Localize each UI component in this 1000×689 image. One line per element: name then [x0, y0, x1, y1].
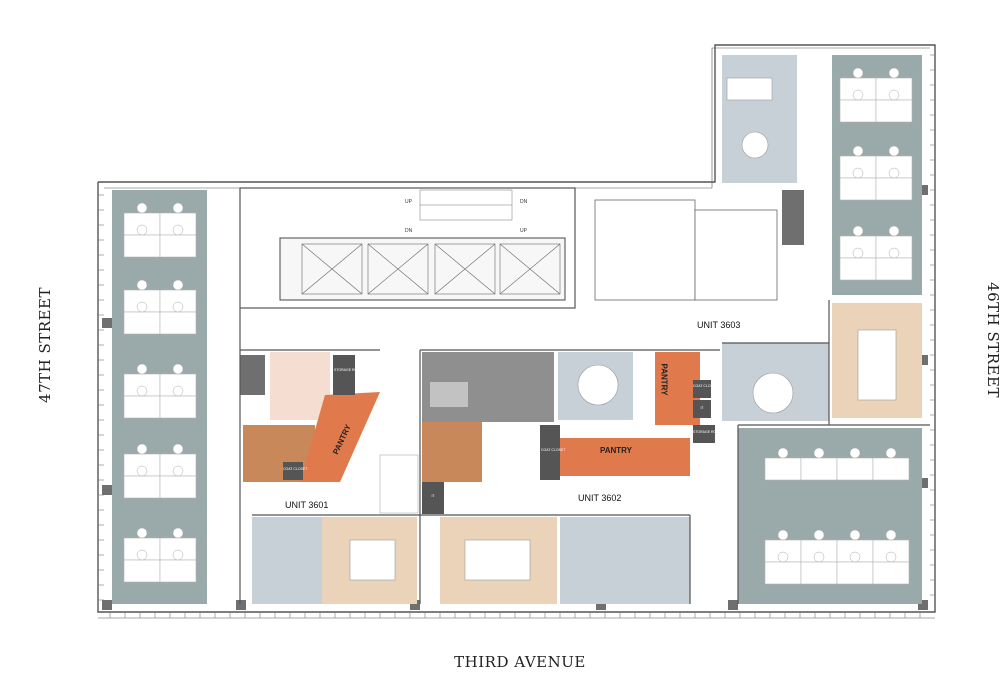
- structural-columns: [102, 185, 928, 610]
- unit-3603-area: [655, 343, 829, 443]
- unit-3603-label: UNIT 3603: [697, 320, 741, 330]
- unit-3602-label: UNIT 3602: [578, 493, 622, 503]
- street-label-east: 46TH STREET: [984, 282, 1000, 398]
- coat-closet-label-3602: COAT CLOSET: [541, 448, 566, 452]
- stair-down-label: DN: [520, 199, 528, 205]
- building-core: [239, 187, 778, 309]
- coat-closet-label-3603: COAT CLOSET: [693, 384, 718, 388]
- street-label-south: THIRD AVENUE: [454, 653, 586, 671]
- open-office-west: [112, 190, 207, 604]
- open-office-east: [738, 428, 922, 604]
- coat-closet-label-3601: COAT CLOSET: [283, 467, 308, 471]
- storage-room-label-3601: STORAGE ROOM: [334, 368, 363, 372]
- pantry-label-3602: PANTRY: [600, 446, 632, 455]
- stair-up-label-2: UP: [520, 228, 528, 234]
- northeast-offices: [722, 55, 922, 418]
- it-label-3603: IT: [700, 406, 704, 410]
- unit-3601-label: UNIT 3601: [285, 500, 329, 510]
- pantry-label-3603: PANTRY: [659, 363, 669, 396]
- it-label-3602: IT: [431, 494, 435, 498]
- unit-3602-reception: [422, 352, 690, 514]
- street-label-west: 47TH STREET: [36, 287, 54, 403]
- south-rooms: [252, 517, 690, 604]
- unit-3601-area: [240, 352, 419, 514]
- window-mullions: [98, 54, 935, 618]
- stair-up-label: UP: [405, 199, 413, 205]
- storage-room-label-3603: STORAGE ROOM: [693, 430, 722, 434]
- stair-down-label-2: DN: [405, 228, 413, 234]
- interior-walls: [239, 300, 930, 604]
